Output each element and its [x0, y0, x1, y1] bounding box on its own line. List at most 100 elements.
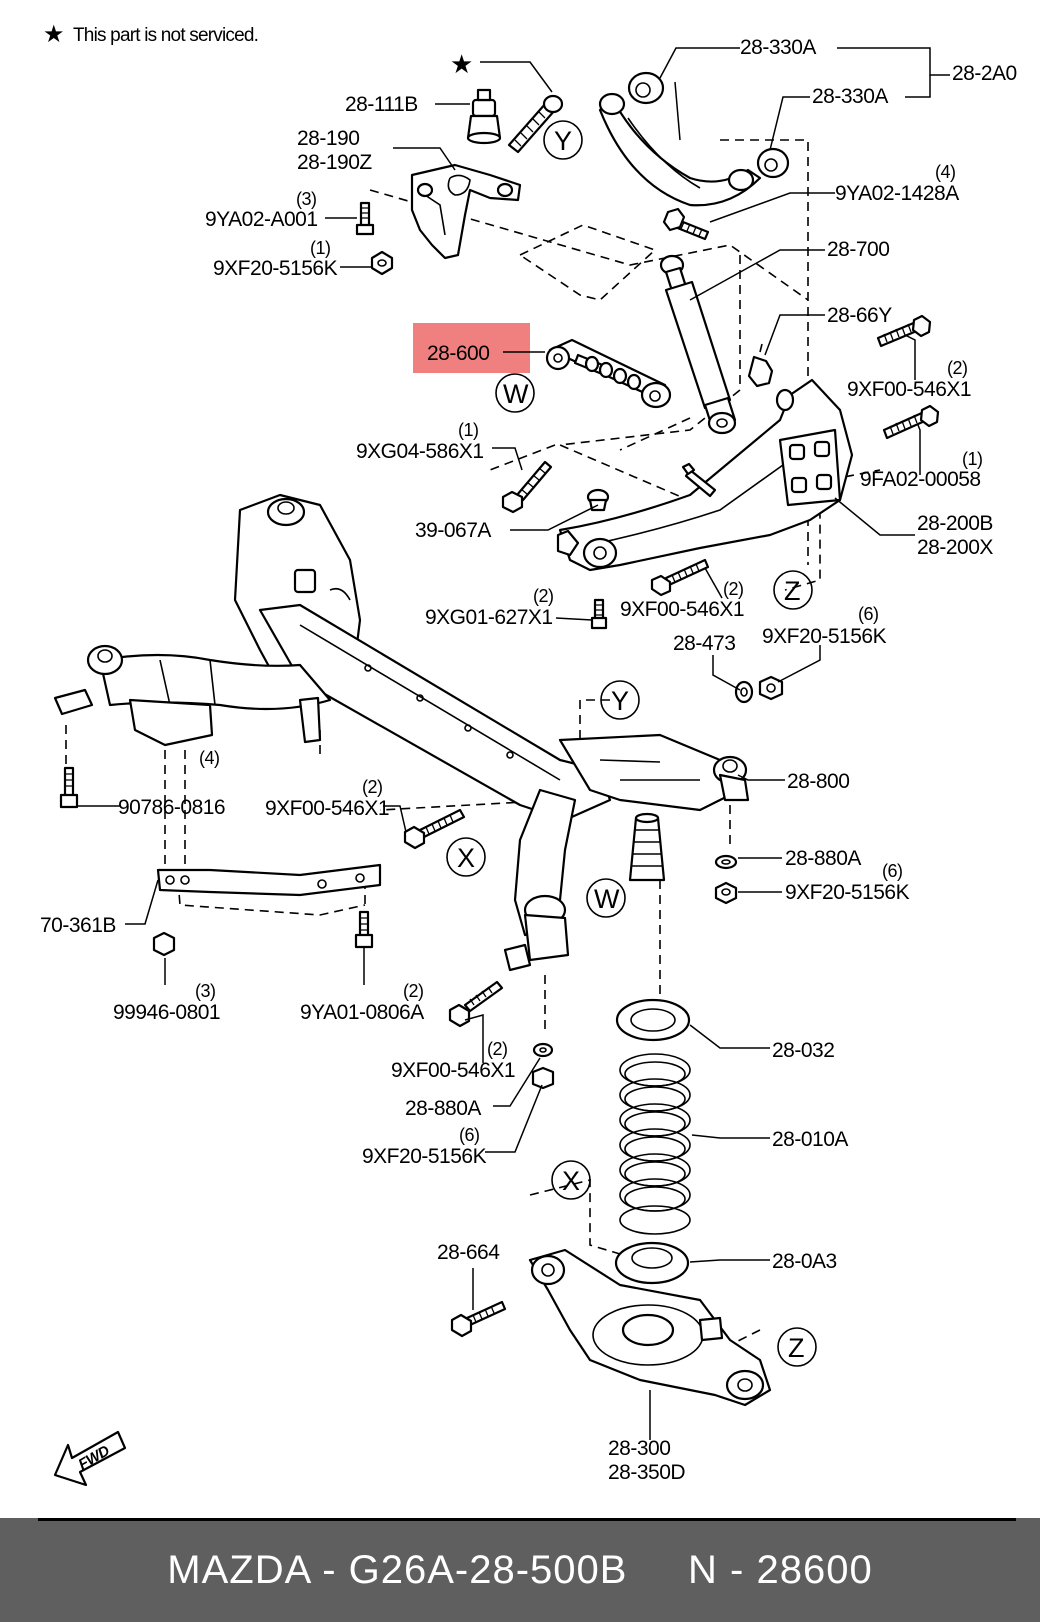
qty-9XF20-top: (1) — [310, 238, 331, 258]
bump-stop-28-800 — [628, 812, 666, 882]
callout-circles — [446, 120, 817, 1367]
bolt-9YA02-A001 — [355, 201, 375, 236]
qty-9YA02-1428A: (4) — [935, 162, 956, 182]
label-28-330A-top: 28-330A — [740, 36, 816, 59]
footer-rule — [38, 1518, 1016, 1521]
qty-9XF20-b: (6) — [459, 1125, 480, 1145]
label-28-200X: 28-200X — [917, 536, 993, 559]
label-9XF20-top: 9XF20-5156K — [213, 257, 338, 280]
label-9FA02: 9FA02-00058 — [860, 468, 981, 491]
footer-brand: MAZDA - G26A-28-500B — [167, 1548, 628, 1592]
subframe — [53, 493, 750, 972]
label-28-880A-r: 28-880A — [785, 847, 861, 870]
qty-9XG01: (2) — [533, 586, 554, 606]
shock-absorber-28-700 — [659, 254, 737, 435]
label-28-800: 28-800 — [787, 770, 849, 793]
label-28-473: 28-473 — [673, 632, 735, 655]
label-9XF20-r: 9XF20-5156K — [762, 625, 887, 648]
footer-bar: MAZDA - G26A-28-500B N - 28600 — [0, 1518, 1040, 1622]
qty-9XF20-r2: (6) — [882, 861, 903, 881]
qty-90786: (4) — [199, 748, 220, 768]
label-39-067A: 39-067A — [415, 519, 491, 542]
label-28-600: 28-600 — [427, 342, 489, 365]
note-star: ★ — [43, 21, 64, 48]
callout-z-bottom: Z — [788, 1333, 804, 1363]
nut-9XF20-top — [370, 250, 394, 276]
bracket-28-190 — [410, 163, 522, 260]
label-9YA02-1428A: 9YA02-1428A — [835, 182, 959, 205]
bolt-90786 — [59, 766, 79, 809]
part-28-66Y — [747, 343, 774, 388]
label-9XF20-r2: 9XF20-5156K — [785, 881, 910, 904]
label-9XF20-b: 9XF20-5156K — [362, 1145, 487, 1168]
dashed-guides — [65, 139, 881, 1351]
label-28-2A0: 28-2A0 — [952, 62, 1017, 85]
label-28-330A-mid: 28-330A — [812, 85, 888, 108]
qty-9XF00-l: (2) — [362, 777, 383, 797]
label-28-880A-b: 28-880A — [405, 1097, 481, 1120]
note-text: This part is not serviced. — [73, 25, 258, 46]
upper-arm-28-2A0 — [598, 71, 790, 207]
lower-arm-28-300 — [528, 1248, 772, 1407]
qty-9FA02: (1) — [962, 449, 983, 469]
callout-x-bottom: X — [562, 1166, 580, 1196]
highlight-box — [413, 323, 530, 373]
bolt-9XF00-b — [448, 980, 504, 1028]
bolt-9YA01 — [354, 910, 374, 949]
nut-99946 — [152, 931, 176, 957]
bolt-9XG04 — [501, 460, 553, 514]
qty-9XF00-r2: (2) — [723, 579, 744, 599]
stopper-39-067A — [586, 488, 610, 512]
fwd-arrow-icon — [53, 1430, 127, 1487]
label-28-0A3: 28-0A3 — [772, 1250, 837, 1273]
label-70-361B: 70-361B — [40, 914, 116, 937]
bolt-link-small — [681, 462, 717, 498]
washer-28-880A-r — [714, 854, 738, 870]
star-symbol: ★ — [450, 49, 473, 79]
label-28-700: 28-700 — [827, 238, 889, 261]
star-bolt — [507, 94, 564, 154]
callout-y-top: Y — [554, 126, 572, 156]
label-9XF00-b: 9XF00-546X1 — [391, 1059, 515, 1082]
label-9XG01: 9XG01-627X1 — [425, 606, 553, 629]
label-9XF00-l: 9XF00-546X1 — [265, 797, 389, 820]
label-28-190: 28-190 — [297, 127, 359, 150]
qty-9XF20-r: (6) — [858, 604, 879, 624]
bolt-9XF00-r2 — [650, 558, 710, 597]
callout-w-top: W — [503, 379, 529, 409]
label-28-66Y: 28-66Y — [827, 304, 892, 327]
nut-9XF20-b — [531, 1066, 555, 1090]
label-9YA02-A001: 9YA02-A001 — [205, 208, 318, 231]
label-28-664: 28-664 — [437, 1241, 500, 1264]
trailing-link-28-200B — [556, 378, 854, 572]
washer-28-473 — [734, 680, 754, 704]
label-28-300: 28-300 — [608, 1437, 670, 1460]
bolt-9FA02 — [882, 404, 940, 440]
washer-28-880A-b — [532, 1042, 554, 1058]
label-90786: 90786-0816 — [118, 796, 225, 819]
bolt-9XG01 — [590, 598, 608, 630]
leader-lines — [78, 47, 950, 1440]
label-9YA01: 9YA01-0806A — [300, 1001, 424, 1024]
footer-ref: N - 28600 — [688, 1548, 873, 1592]
bump-stopper-28-111B — [466, 88, 502, 145]
label-28-350D: 28-350D — [608, 1461, 685, 1484]
bolt-28-664 — [450, 1300, 507, 1338]
lateral-link-28-600 — [545, 338, 672, 409]
spring-seat-28-032 — [615, 998, 691, 1042]
bolt-9YA02-1428A — [662, 207, 710, 241]
bolt-9XF00-r1 — [876, 314, 932, 348]
callout-x-mid: X — [457, 843, 475, 873]
label-28-010A: 28-010A — [772, 1128, 848, 1151]
qty-9XF00-b: (2) — [487, 1039, 508, 1059]
qty-9XG04: (1) — [458, 420, 479, 440]
label-28-190Z: 28-190Z — [297, 151, 372, 174]
qty-9YA01: (2) — [403, 981, 424, 1001]
parts-diagram: ★ This part is not serviced. — [40, 21, 1017, 1487]
label-9XF00-r1: 9XF00-546X1 — [847, 378, 971, 401]
bolt-9XF00-l — [403, 808, 466, 850]
qty-9YA02-A001: (3) — [296, 189, 317, 209]
label-28-111B: 28-111B — [345, 93, 418, 116]
coil-spring-28-010A — [619, 1053, 691, 1235]
label-99946: 99946-0801 — [113, 1001, 220, 1024]
